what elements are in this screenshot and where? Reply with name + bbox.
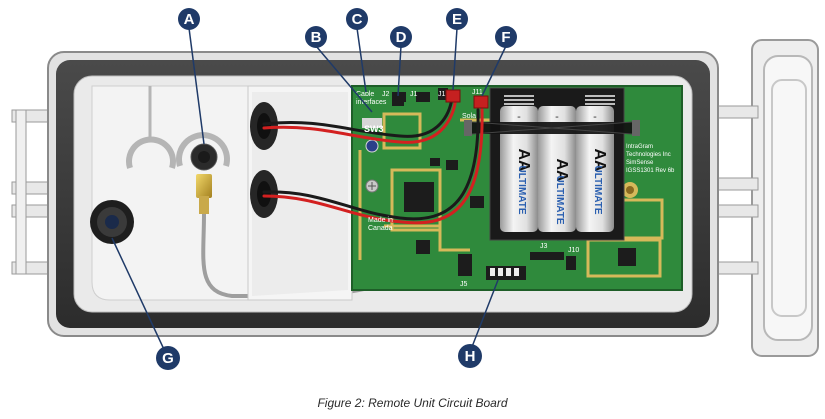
label-made-in-1: Made in — [368, 217, 393, 224]
callout-c-label: C — [352, 11, 363, 28]
battery-1-size: AA — [515, 148, 532, 172]
mounting-plate — [91, 85, 249, 301]
battery-3-size: AA — [591, 148, 608, 172]
callout-g-label: G — [162, 350, 174, 367]
enclosure-lid — [751, 39, 819, 357]
callout-h-label: H — [465, 348, 476, 365]
callout-f-label: F — [501, 29, 510, 46]
dip-switch — [486, 266, 526, 280]
battery-1-polarity: - — [517, 111, 521, 123]
battery-2-brand: ULTIMATE — [554, 175, 565, 224]
header-j10 — [566, 256, 576, 270]
header-j5 — [458, 256, 472, 276]
connector-e — [445, 89, 461, 103]
battery-1: - AA ULTIMATE — [500, 106, 538, 232]
battery-strap — [464, 120, 640, 136]
label-j10: J10 — [568, 247, 579, 254]
battery-3-brand: ULTIMATE — [592, 165, 603, 214]
label-cable-interfaces-1: Cable — [356, 91, 374, 98]
battery-2-polarity: - — [555, 111, 559, 123]
label-sw3: SW3 — [364, 124, 384, 134]
header-j3 — [530, 252, 564, 260]
label-made-in-2: Canada — [368, 225, 393, 232]
label-manufacturer-2: Technologies Inc — [626, 152, 671, 158]
callout-d-label: D — [396, 29, 407, 46]
label-sola: Sola — [462, 113, 476, 120]
power-wires — [262, 96, 484, 225]
label-j1a: J1 — [410, 91, 418, 98]
callout-e-label: E — [452, 11, 462, 28]
callout-leaders — [111, 27, 507, 359]
label-j5: J5 — [460, 281, 468, 288]
figure-caption: Figure 2: Remote Unit Circuit Board — [317, 396, 508, 410]
label-manufacturer-3: SimSense — [626, 160, 654, 166]
connector-f — [473, 95, 489, 109]
callout-b: B — [305, 26, 327, 48]
board-labels: Cable interfaces SW3 J2 J1 J1 J11 Sola M… — [356, 89, 675, 288]
hook-bracket — [126, 86, 176, 169]
cable-gland — [90, 200, 134, 244]
callout-g: G — [156, 346, 180, 370]
callout-d: D — [390, 26, 412, 48]
callout-a-label: A — [184, 11, 195, 28]
battery-1-brand: ULTIMATE — [516, 165, 527, 214]
wire-grommet-bottom — [250, 170, 278, 218]
label-cable-interfaces-2: interfaces — [356, 99, 387, 106]
callout-e: E — [446, 8, 468, 30]
label-j3: J3 — [540, 243, 548, 250]
battery-2-size: AA — [553, 158, 570, 182]
connector-j2 — [392, 96, 404, 106]
pcb-components — [362, 88, 638, 274]
callout-c: C — [346, 8, 368, 30]
callout-b-label: B — [311, 29, 322, 46]
label-j2: J2 — [382, 91, 390, 98]
label-j11: J11 — [472, 89, 483, 96]
label-j1b: J1 — [438, 91, 446, 98]
wire-grommet-top — [250, 102, 278, 150]
battery-springs — [504, 95, 615, 105]
callout-a: A — [178, 8, 200, 30]
label-manufacturer-1: IntraGram — [626, 144, 653, 150]
battery-3: - AA ULTIMATE — [576, 106, 614, 232]
battery-2: - AA ULTIMATE — [538, 106, 576, 232]
battery-3-polarity: - — [593, 111, 597, 123]
label-manufacturer-4: IGSS1301 Rev 6b — [626, 168, 675, 174]
callout-h: H — [458, 344, 482, 368]
hinge-right — [711, 105, 759, 275]
callout-f: F — [495, 26, 517, 48]
